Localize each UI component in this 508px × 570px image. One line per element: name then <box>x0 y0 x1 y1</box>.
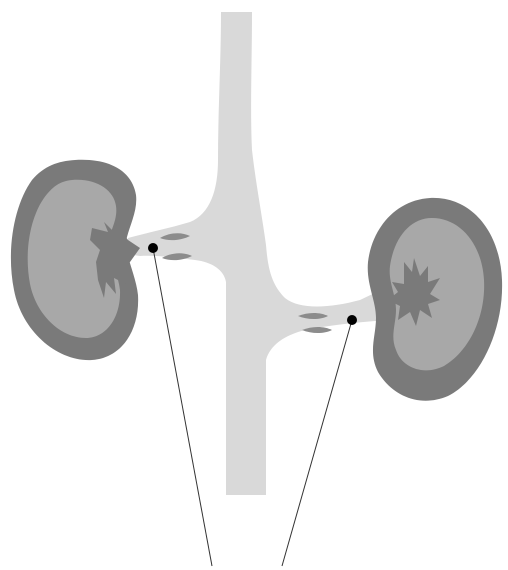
right-kidney <box>368 198 502 401</box>
aorta-group <box>126 12 388 495</box>
right-leader-line <box>282 320 352 566</box>
left-kidney <box>11 160 140 360</box>
left-marker-dot <box>148 243 158 253</box>
aorta <box>126 12 388 495</box>
left-leader-line <box>153 248 212 566</box>
right-marker-dot <box>347 315 357 325</box>
